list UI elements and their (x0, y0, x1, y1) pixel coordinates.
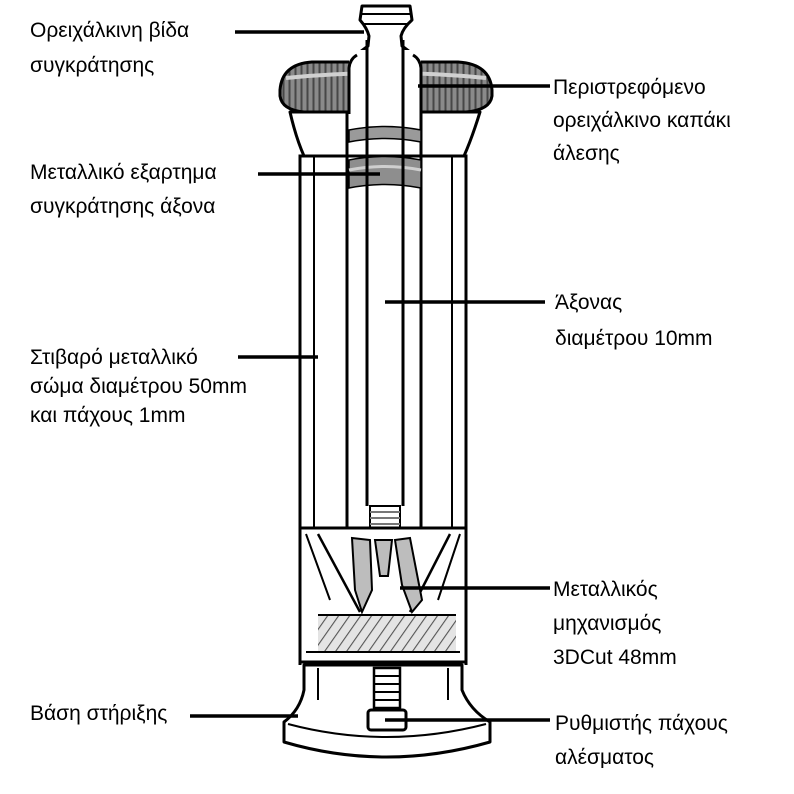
label-line: συγκράτησης άξονα (30, 195, 216, 218)
label-shaft-fitting: Μεταλλικό εξαρτημα συγκράτησης άξονα (30, 156, 217, 224)
label-line: Ρυθμιστής πάχους (555, 712, 728, 735)
blade (373, 539, 394, 577)
label-mechanism: Μεταλλικός μηχανισμός 3DCut 48mm (553, 573, 677, 675)
shaft-thread (369, 505, 401, 529)
retaining-screw (354, 4, 416, 57)
label-retaining-screw: Ορειχάλκινη βίδα συγκράτησης (30, 13, 189, 83)
label-line: ορειχάλκινο καπάκι (553, 109, 731, 132)
label-line: αλέσματος (555, 746, 655, 769)
label-line: συγκράτησης (30, 54, 155, 77)
label-line: άλεσης (553, 142, 620, 165)
label-shaft: Άξονας διαμέτρου 10mm (555, 285, 713, 357)
shaft (365, 40, 405, 529)
label-line: σώμα διαμέτρου 50mm (30, 375, 247, 398)
label-base: Βάση στήριξης (30, 697, 167, 731)
label-line: Βάση στήριξης (30, 702, 168, 725)
label-line: 3DCut 48mm (553, 646, 677, 669)
leader-lines (190, 30, 550, 722)
blade (350, 536, 374, 615)
label-line: και πάχους 1mm (30, 404, 186, 427)
label-line: Ορειχάλκινη βίδα (30, 19, 190, 42)
label-line: Μεταλλικός (553, 578, 658, 601)
label-line: Περιστρεφόμενο (553, 76, 706, 99)
grinding-mechanism (298, 526, 468, 665)
label-line: Στιβαρό μεταλλικό (30, 346, 198, 369)
label-adjuster: Ρυθμιστής πάχους αλέσματος (555, 707, 728, 775)
label-body: Στιβαρό μεταλλικό σώμα διαμέτρου 50mm κα… (30, 343, 247, 430)
label-grinding-lid: Περιστρεφόμενο ορειχάλκινο καπάκι άλεσης (553, 71, 731, 170)
blade (393, 536, 424, 614)
label-line: Μεταλλικό εξαρτημα (30, 161, 217, 184)
label-line: Άξονας (555, 291, 623, 314)
body-tube (298, 112, 468, 530)
stator-teeth (318, 615, 456, 652)
grinding-lid (278, 50, 494, 158)
label-line: μηχανισμός (553, 612, 662, 635)
label-line: διαμέτρου 10mm (555, 327, 713, 350)
